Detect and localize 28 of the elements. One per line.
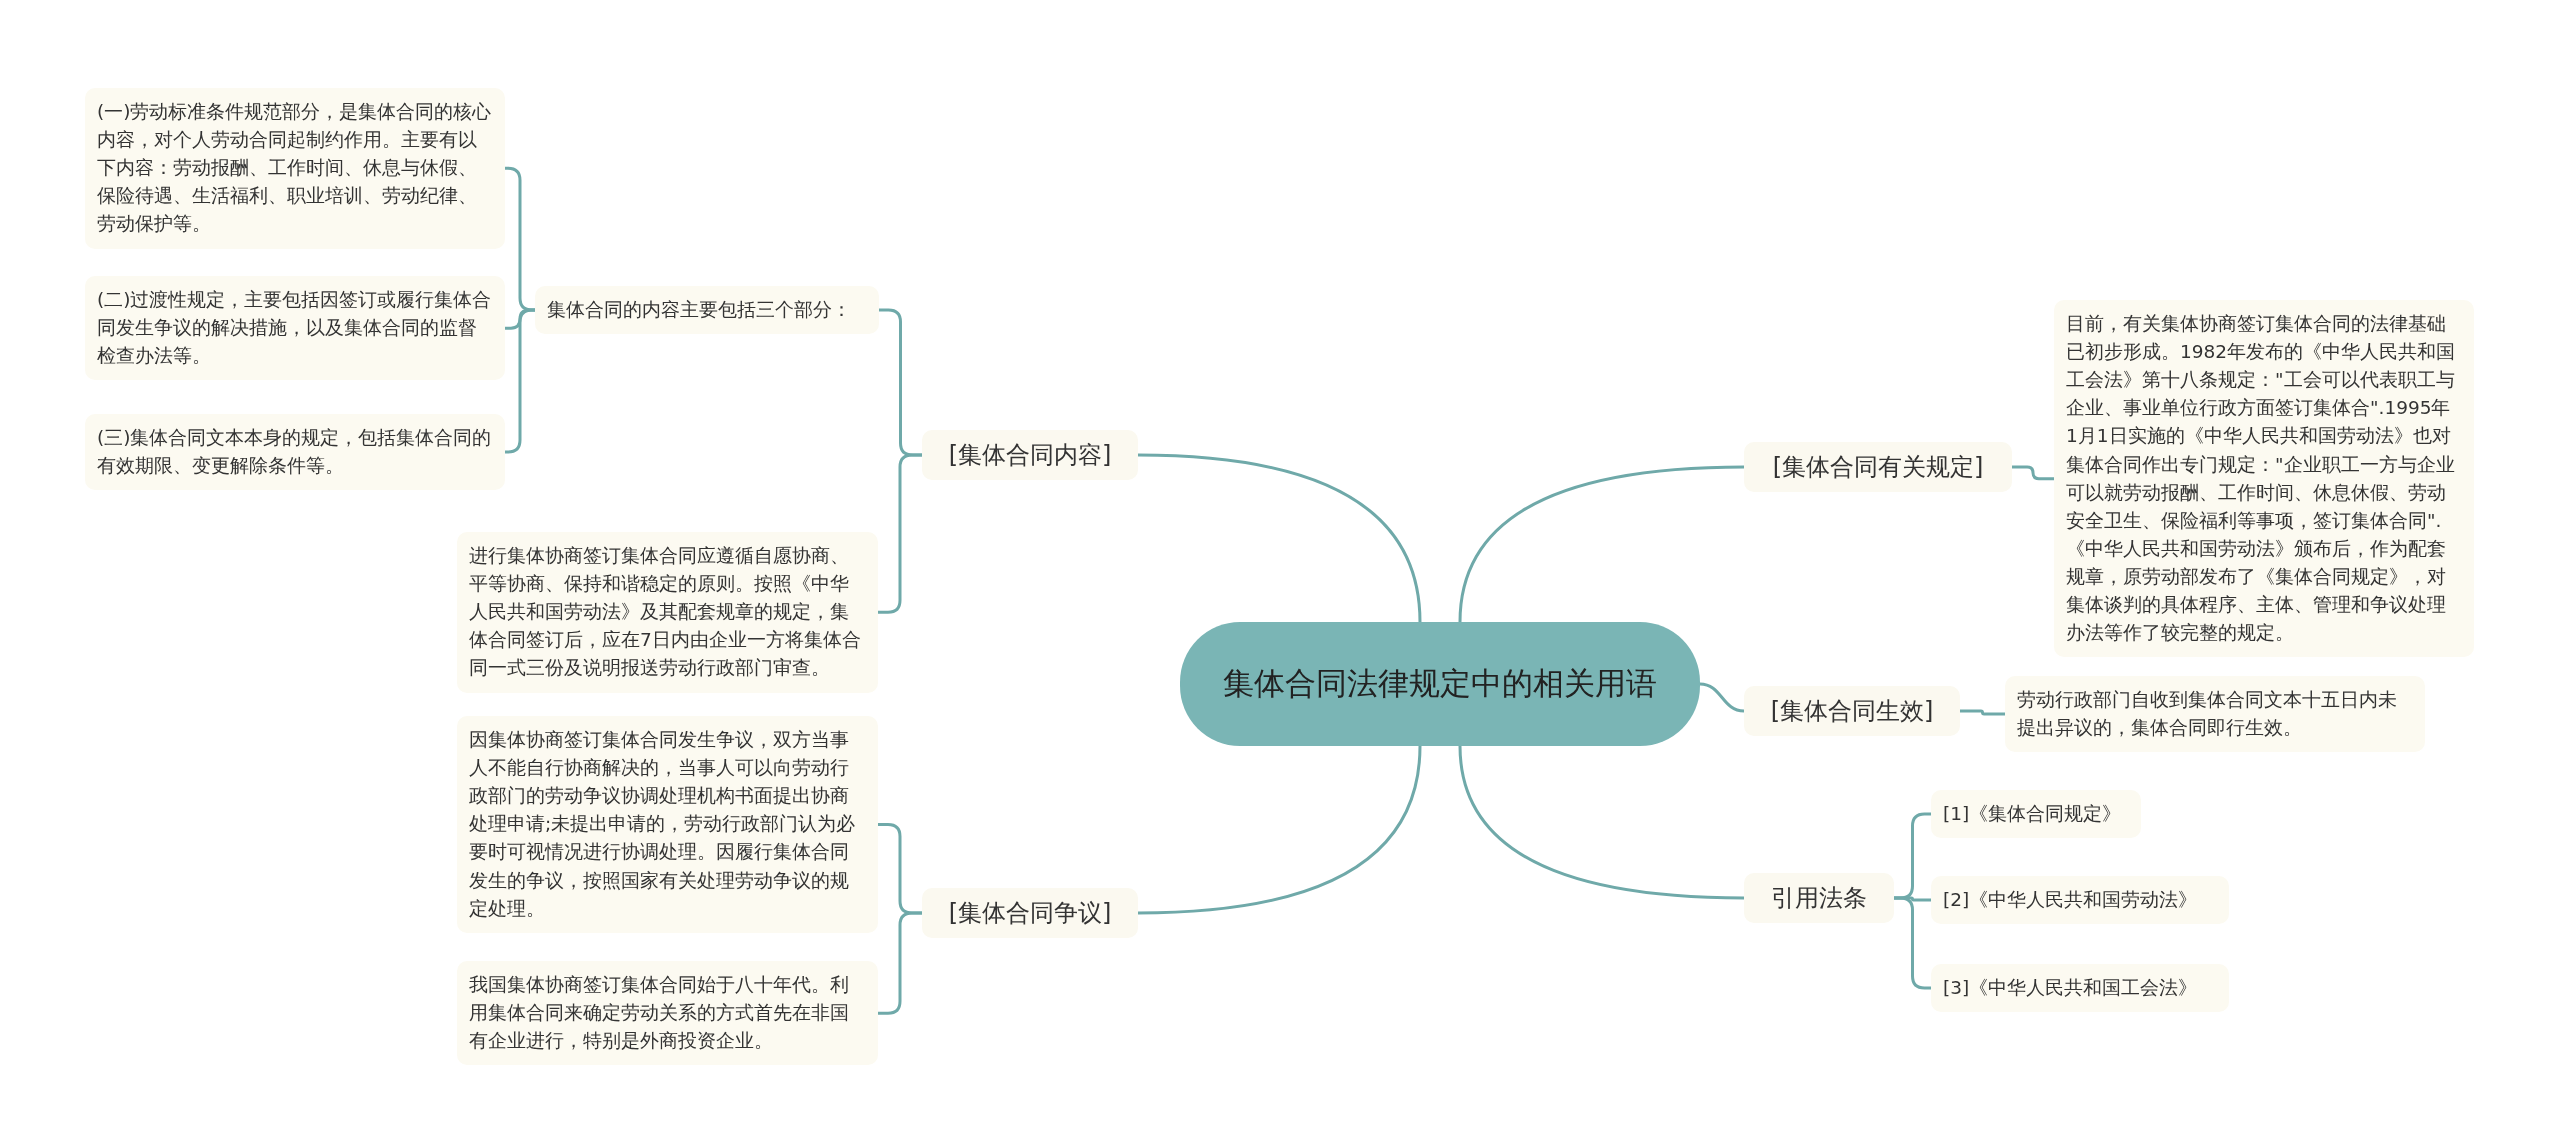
connector-line <box>1458 745 1745 900</box>
note-box: 集体合同的内容主要包括三个部分： <box>535 286 879 335</box>
topic-box: [集体合同有关规定] <box>1744 442 2012 492</box>
connector-line <box>878 911 922 1015</box>
note-box: (一)劳动标准条件规范部分，是集体合同的核心内容，对个人劳动合同起制约作用。主要有以下内容：劳动报酬、工作时间、休息与休假、保险待遇、生活福利、职业培训、劳动纪律、劳动保护等。 <box>85 88 505 249</box>
note-box: 目前，有关集体协商签订集体合同的法律基础已初步形成。1982年发布的《中华人民共和国工会法》第十八条规定："工会可以代表职工与企业、事业单位行政方面签订集体合".1995年1月1日实施的《中华人民共和国劳动法》也对集体合同作出专门规定："企业职工一方与企业可以就劳动报酬、工作时间、休息休假、劳动安全卫生、保险福利等事项，签订集体合同".《中华人民共和国劳动法》颁布后，作为配套规章，原劳动部发布了《集体合同规定》，对集体谈判的具体程序、主体、管理和争议处理办法等作了较完整的规定。 <box>2054 300 2474 658</box>
connector-line <box>1699 682 1745 713</box>
note-box: 进行集体协商签订集体合同应遵循自愿协商、平等协商、保持和谐稳定的原则。按照《中华人民共和国劳动法》及其配套规章的规定，集体合同签订后，应在7日内由企业一方将集体合同一式三份及说明报送劳动行政部门审查。 <box>457 532 878 693</box>
topic-box: [集体合同生效] <box>1744 686 1960 736</box>
note-box: [3]《中华人民共和国工会法》 <box>1931 964 2229 1013</box>
connector-line <box>1894 896 1931 990</box>
connector-line <box>1458 465 1745 623</box>
note-box: [1]《集体合同规定》 <box>1931 790 2141 839</box>
topic-box: [集体合同内容] <box>922 430 1138 480</box>
topic-box: [集体合同争议] <box>922 888 1138 938</box>
central-topic-box: 集体合同法律规定中的相关用语 <box>1180 622 1700 746</box>
connector-line <box>1137 745 1422 915</box>
note-box: 因集体协商签订集体合同发生争议，双方当事人不能自行协商解决的，当事人可以向劳动行政部门的劳动争议协调处理机构书面提出协商处理申请;未提出申请的，劳动行政部门认为必要时可视情况进行协调处理。因履行集体合同发生的争议，按照国家有关处理劳动争议的规定处理。 <box>457 716 878 933</box>
connector-line <box>878 453 922 614</box>
note-box: [2]《中华人民共和国劳动法》 <box>1931 876 2229 925</box>
note-box: (三)集体合同文本本身的规定，包括集体合同的有效期限、变更解除条件等。 <box>85 414 505 491</box>
connector-line <box>1137 453 1422 623</box>
topic-box: 引用法条 <box>1744 873 1894 923</box>
connector-line <box>2012 465 2054 481</box>
note-box: 劳动行政部门自收到集体合同文本十五日内未提出异议的，集体合同即行生效。 <box>2005 676 2425 753</box>
note-box: (二)过渡性规定，主要包括因签订或履行集体合同发生争议的解决措施，以及集体合同的监督检查办法等。 <box>85 276 505 381</box>
note-box: 我国集体协商签订集体合同始于八十年代。利用集体合同来确定劳动关系的方式首先在非国有企业进行，特别是外商投资企业。 <box>457 961 878 1066</box>
connector-line <box>1960 709 2005 716</box>
